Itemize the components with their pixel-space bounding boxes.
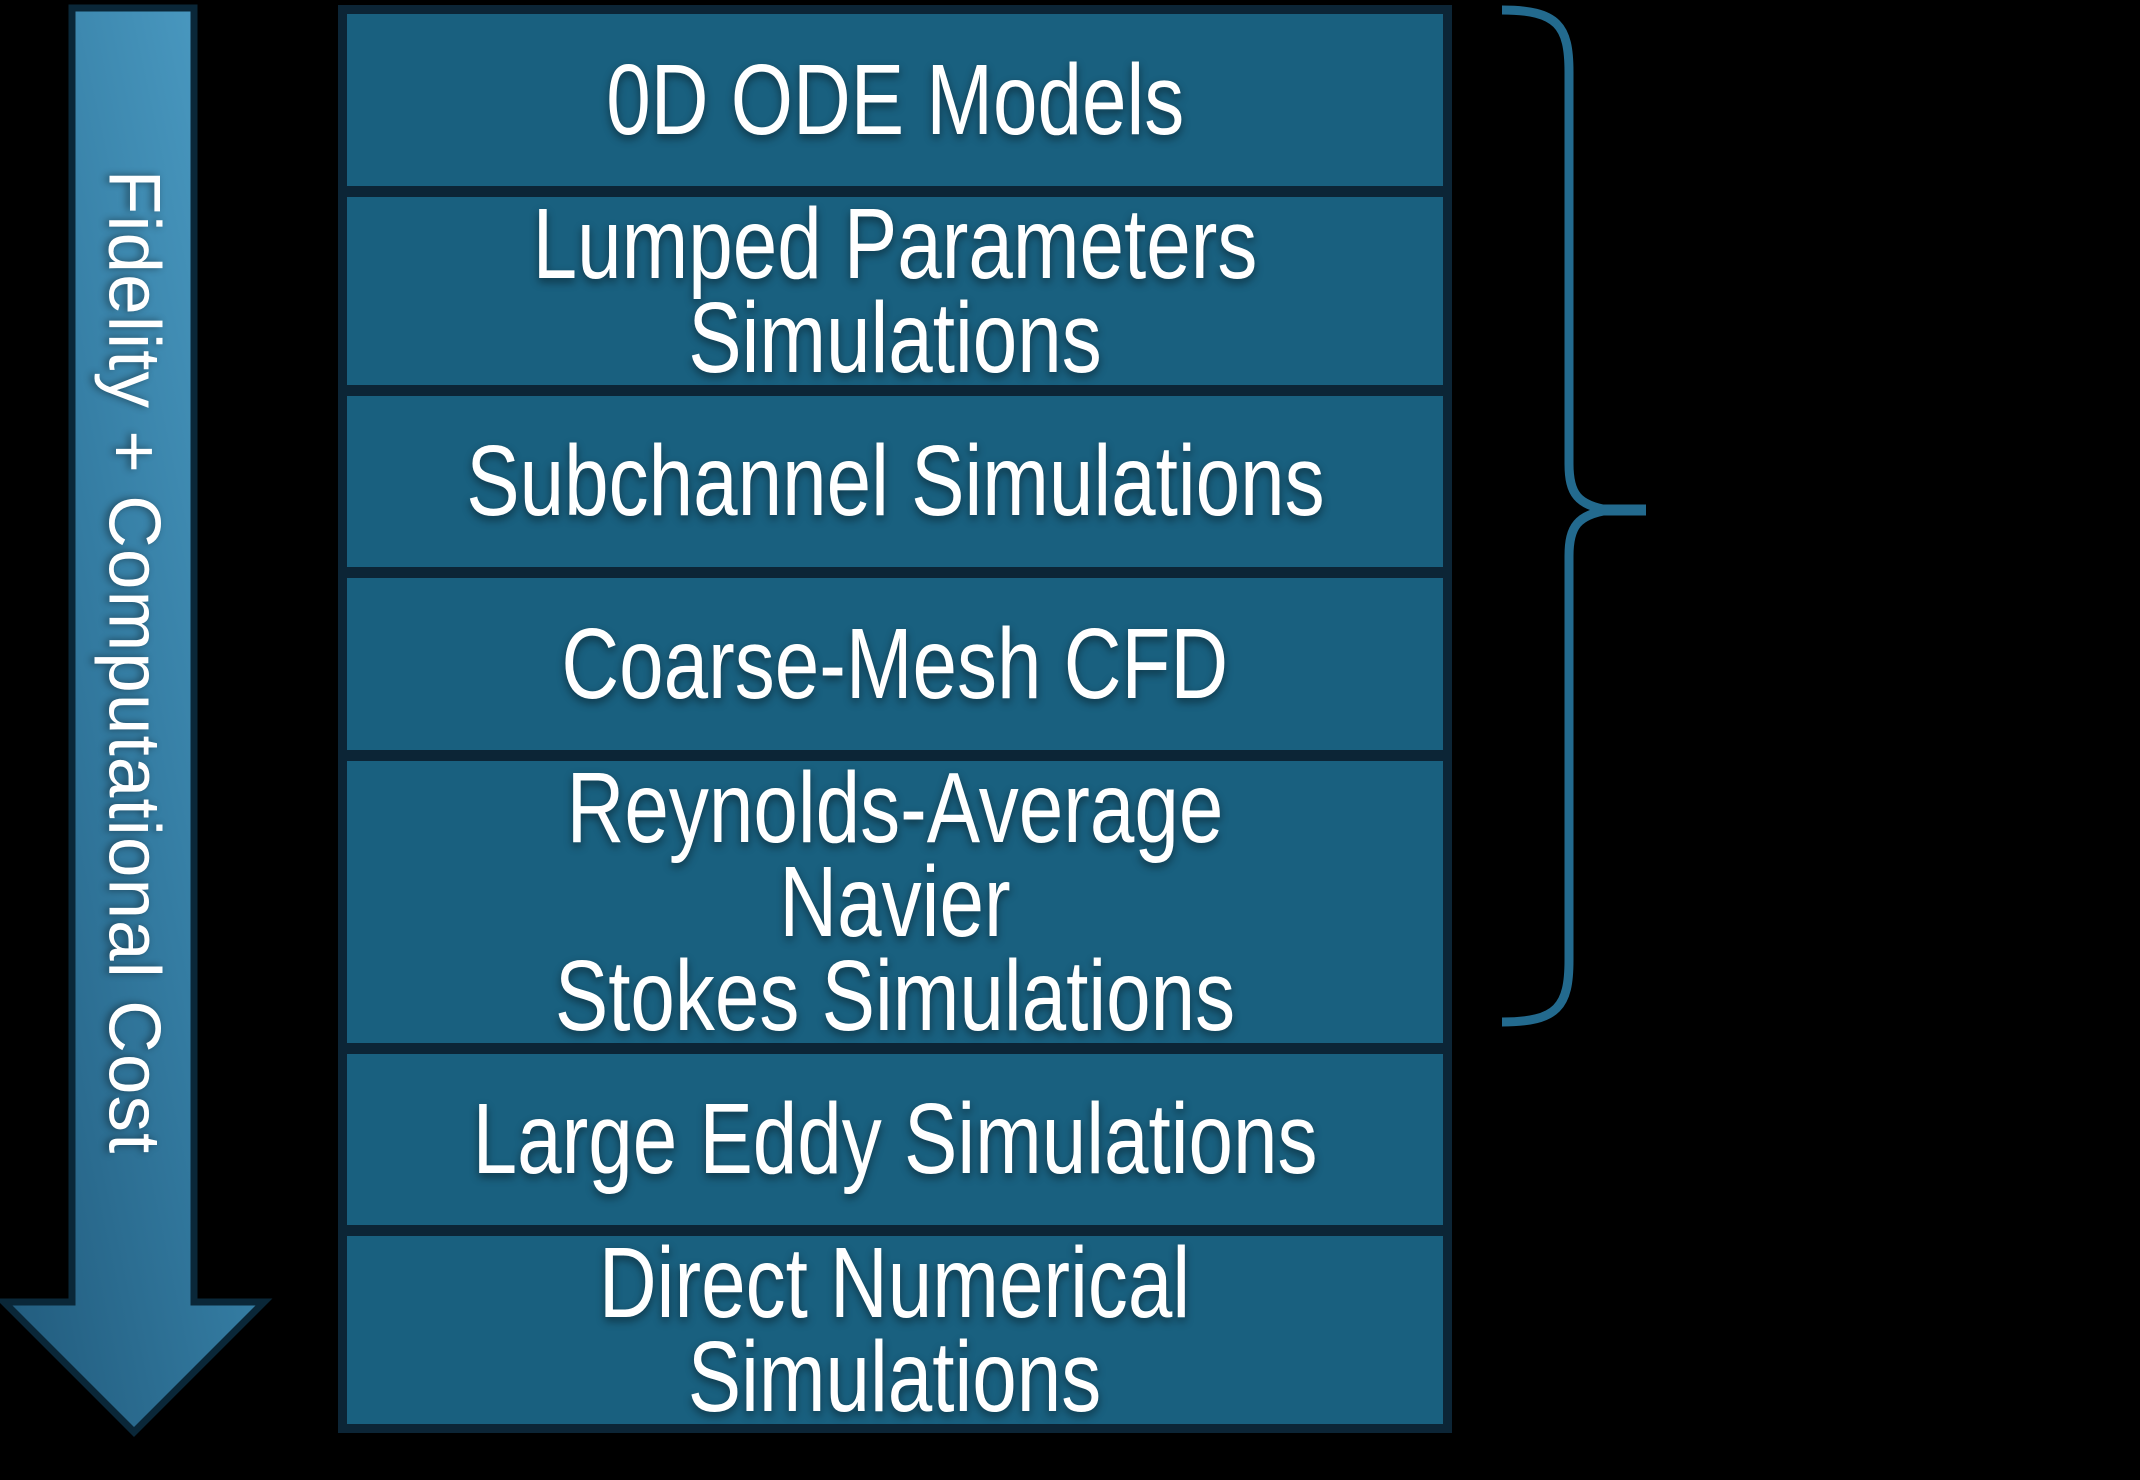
stack-row-label: Reynolds-Average Navier Stokes Simulatio… [554, 751, 1236, 1052]
fidelity-cost-arrow: Fidelity + Computational Cost [0, 0, 280, 1450]
down-arrow-icon [0, 4, 273, 1437]
stack-row-rans: Reynolds-Average Navier Stokes Simulatio… [347, 751, 1443, 1052]
stack-row-lumped-parameters: Lumped Parameters Simulations [347, 187, 1443, 394]
stack-row-les: Large Eddy Simulations [347, 1053, 1443, 1225]
stack-row-label: Lumped Parameters Simulations [532, 187, 1258, 394]
fidelity-cost-arrow-label: Fidelity + Computational Cost [93, 169, 175, 1155]
stack-row-label: Direct Numerical Simulations [599, 1227, 1191, 1433]
stack-row-0d-ode-models: 0D ODE Models [347, 14, 1443, 186]
fidelity-stack: 0D ODE Models Lumped Parameters Simulati… [338, 5, 1452, 1433]
stack-row-label: Coarse-Mesh CFD [561, 607, 1229, 720]
stack-row-coarse-mesh-cfd: Coarse-Mesh CFD [347, 578, 1443, 750]
stack-row-label: 0D ODE Models [606, 43, 1184, 156]
stack-row-label: Large Eddy Simulations [472, 1083, 1318, 1196]
stack-row-subchannel: Subchannel Simulations [347, 395, 1443, 567]
stack-row-label: Subchannel Simulations [465, 425, 1325, 538]
stack-row-dns: Direct Numerical Simulations [347, 1227, 1443, 1433]
